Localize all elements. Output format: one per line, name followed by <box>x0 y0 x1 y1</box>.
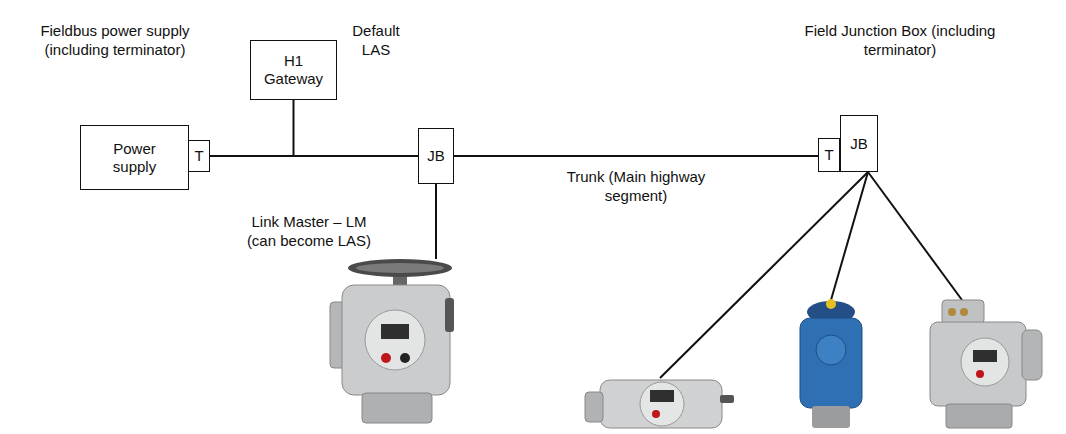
gearbox-actuator-part <box>930 322 1026 406</box>
annotation-label: Fieldbus power supply (including termina… <box>15 22 215 60</box>
link-master-actuator-part <box>356 263 444 273</box>
gearbox-actuator-part <box>1022 330 1042 380</box>
blue-actuator-part <box>800 318 862 408</box>
drop-cables-part <box>868 172 962 300</box>
gearbox-actuator-part <box>948 308 956 316</box>
gearbox-actuator <box>930 300 1042 428</box>
box-label: T <box>824 146 833 164</box>
blue-actuator <box>800 299 862 428</box>
field-actuator-part <box>640 382 684 426</box>
annotation-label: Field Junction Box (including terminator… <box>800 22 1000 60</box>
annotation-label: Link Master – LM (can become LAS) <box>235 213 383 251</box>
junction-box: JB <box>418 128 454 184</box>
link-master-actuator <box>330 259 454 423</box>
box-label: Power supply <box>95 140 174 176</box>
field-actuator-part <box>585 392 603 422</box>
terminator-box: T <box>188 140 210 172</box>
field-actuator-part <box>600 380 722 428</box>
drop-cables-part <box>435 184 437 259</box>
fieldbus-cable <box>454 155 818 157</box>
field-actuator <box>585 380 734 428</box>
box-label: JB <box>850 135 868 153</box>
link-master-actuator-part <box>362 393 432 423</box>
link-master-actuator-part <box>342 285 450 395</box>
box-label: JB <box>427 147 445 165</box>
link-master-actuator-part <box>381 324 409 339</box>
power-supply-box: Power supply <box>80 125 189 190</box>
gearbox-actuator-part <box>946 404 1012 428</box>
segment-label: Trunk (Main highway segment) <box>533 168 739 206</box>
field-actuator-part <box>652 410 660 418</box>
field-actuator-part <box>720 395 734 403</box>
gearbox-actuator-part <box>960 308 968 316</box>
fieldbus-cable <box>294 100 419 156</box>
annotation-label: Default LAS <box>345 22 407 60</box>
gearbox-actuator-part <box>973 350 997 362</box>
gateway-box: H1 Gateway <box>250 40 337 100</box>
terminator-box: T <box>818 138 840 172</box>
box-label: H1 Gateway <box>259 52 328 88</box>
field-actuator-part <box>650 390 674 402</box>
gearbox-actuator-part <box>942 300 984 324</box>
drop-cables-part <box>831 172 868 300</box>
blue-actuator-part <box>826 299 836 309</box>
link-master-actuator-part <box>365 310 425 370</box>
link-master-actuator-part <box>381 353 391 363</box>
link-master-actuator-part <box>348 259 452 277</box>
box-label: T <box>194 147 203 165</box>
gearbox-actuator-part <box>961 338 1009 386</box>
link-master-actuator-part <box>445 298 454 332</box>
junction-box: JB <box>840 115 878 172</box>
blue-actuator-part <box>812 406 850 428</box>
blue-actuator-part <box>816 335 846 365</box>
link-master-actuator-part <box>400 353 410 363</box>
gearbox-actuator-part <box>976 370 984 378</box>
